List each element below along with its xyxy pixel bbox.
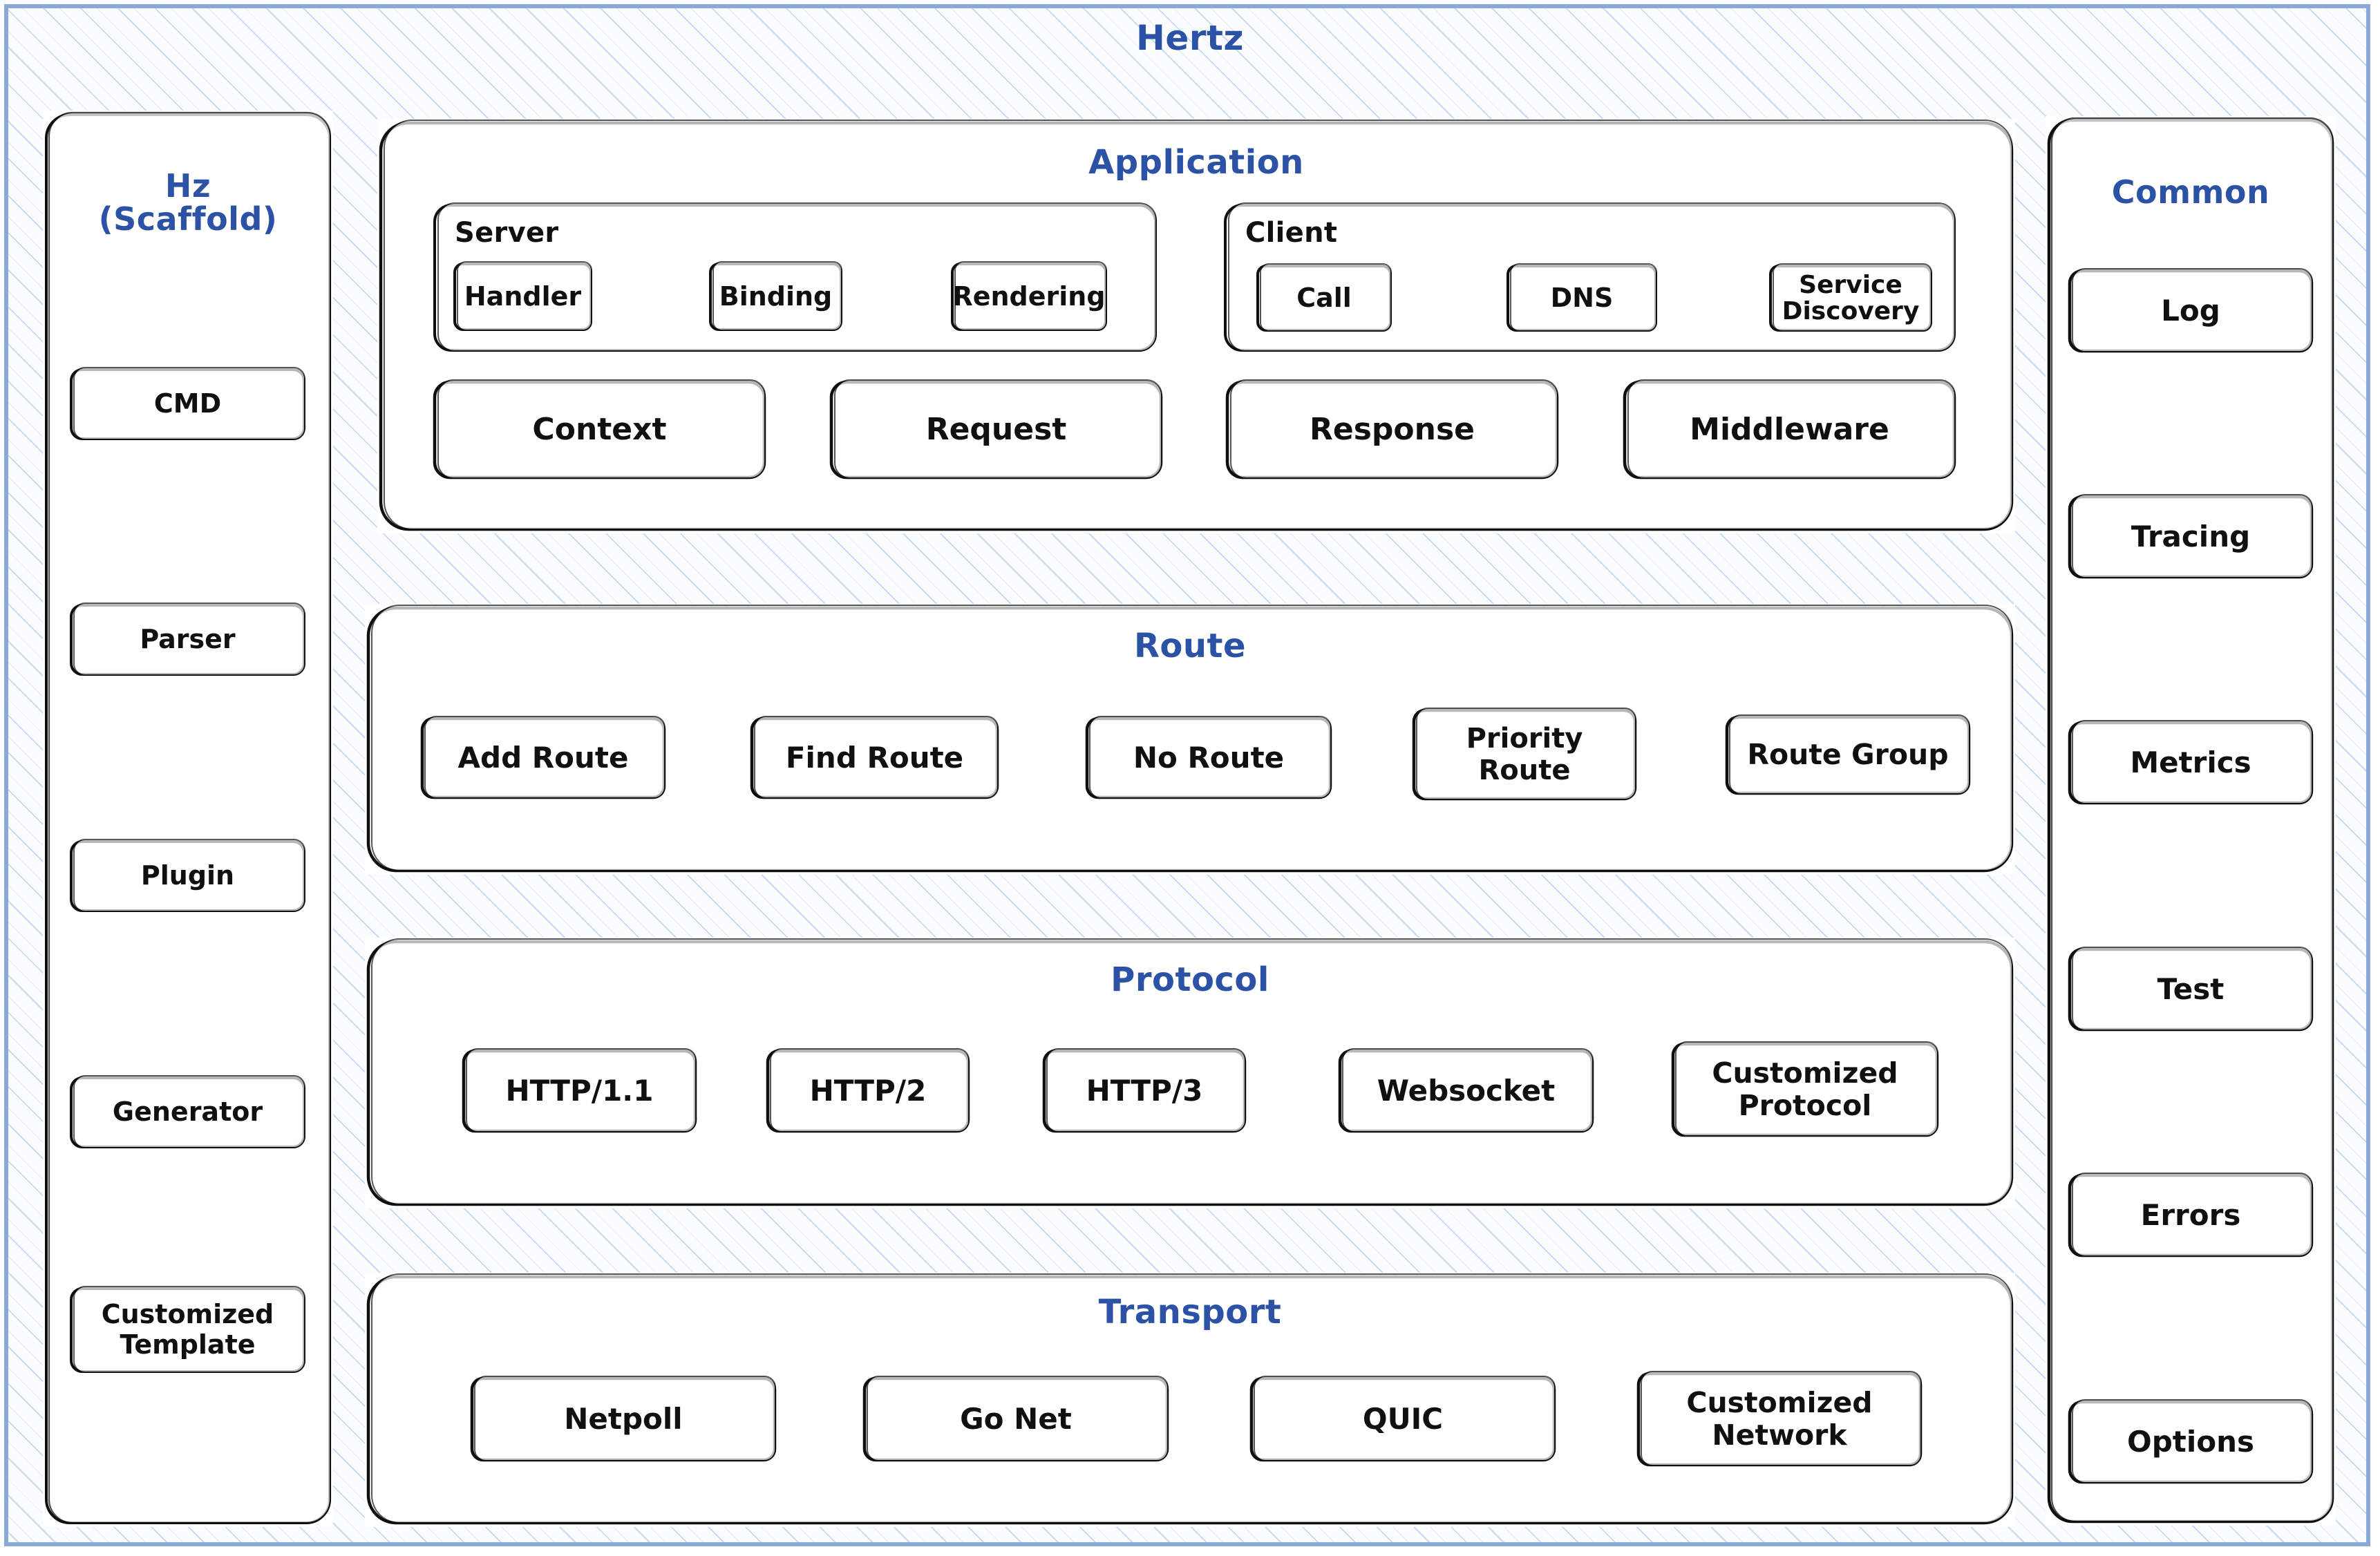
node-label: Call [1296, 282, 1352, 313]
node-tracing[interactable]: Tracing [2066, 493, 2315, 581]
node-label: Binding [719, 281, 833, 312]
node-label: QUIC [1362, 1401, 1444, 1436]
node-label: CMD [153, 388, 222, 419]
node-label: Test [2157, 971, 2225, 1006]
node-metrics[interactable]: Metrics [2066, 719, 2315, 807]
node-rendering[interactable]: Rendering [950, 260, 1108, 333]
node-customized-template[interactable]: Customized Template [68, 1285, 307, 1375]
node-label: Customized Network [1686, 1385, 1873, 1452]
node-label: Request [925, 411, 1067, 447]
node-cmd[interactable]: CMD [68, 366, 307, 442]
node-find-route[interactable]: Find Route [748, 714, 1001, 801]
node-plugin[interactable]: Plugin [68, 838, 307, 914]
node-priority-route[interactable]: Priority Route [1410, 706, 1638, 803]
node-label: Parser [140, 624, 236, 655]
panel-application[interactable]: Application Server Handler Bindin [377, 119, 2015, 533]
node-label: Response [1310, 411, 1475, 447]
node-response[interactable]: Response [1224, 378, 1560, 482]
node-label: HTTP/2 [809, 1073, 927, 1108]
node-label: Metrics [2130, 745, 2251, 779]
node-quic[interactable]: QUIC [1248, 1374, 1558, 1464]
group-server-label: Server [455, 217, 559, 249]
node-generator[interactable]: Generator [68, 1074, 307, 1150]
node-label: Customized Protocol [1712, 1056, 1898, 1122]
node-errors[interactable]: Errors [2066, 1171, 2315, 1260]
node-netpoll[interactable]: Netpoll [469, 1374, 778, 1464]
node-test[interactable]: Test [2066, 945, 2315, 1034]
node-customized-protocol[interactable]: Customized Protocol [1670, 1040, 1940, 1139]
group-server[interactable]: Server Handler Binding [431, 202, 1159, 354]
node-label: Rendering [952, 281, 1106, 312]
node-http-1-1[interactable]: HTTP/1.1 [460, 1047, 699, 1135]
panel-hz-scaffold[interactable]: Hz (Scaffold) CMD Parser Plugin [43, 111, 333, 1527]
node-http-2[interactable]: HTTP/2 [764, 1047, 972, 1135]
node-label: Errors [2140, 1197, 2241, 1232]
panel-transport-title: Transport [1098, 1293, 1282, 1331]
node-label: Options [2127, 1424, 2254, 1459]
diagram-title: Hertz [1136, 18, 1244, 58]
node-no-route[interactable]: No Route [1084, 714, 1334, 801]
group-client[interactable]: Client Call DNS Serv [1222, 202, 1958, 354]
panel-application-title: Application [1088, 143, 1304, 182]
node-add-route[interactable]: Add Route [419, 714, 668, 801]
panel-route-title: Route [1133, 627, 1247, 665]
node-label: Service Discovery [1782, 270, 1920, 325]
node-binding[interactable]: Binding [708, 260, 844, 333]
panel-transport[interactable]: Transport Netpoll Go Net QUIC [365, 1273, 2015, 1527]
node-label: HTTP/3 [1086, 1073, 1203, 1108]
node-label: Handler [464, 281, 582, 312]
node-label: Go Net [960, 1401, 1072, 1436]
group-client-label: Client [1245, 217, 1338, 249]
node-label: HTTP/1.1 [505, 1073, 654, 1108]
panel-protocol-title: Protocol [1111, 960, 1269, 999]
panel-common[interactable]: Common Log Tracing Metrics [2046, 116, 2336, 1526]
node-label: No Route [1133, 740, 1285, 775]
panel-route[interactable]: Route Add Route Find Route No Route [365, 604, 2015, 875]
node-context[interactable]: Context [431, 378, 768, 482]
node-label: Generator [112, 1097, 263, 1128]
node-log[interactable]: Log [2066, 267, 2315, 355]
node-label: Priority Route [1466, 723, 1583, 786]
node-service-discovery[interactable]: Service Discovery [1768, 263, 1934, 334]
node-websocket[interactable]: Websocket [1337, 1047, 1596, 1135]
node-label: Find Route [785, 740, 964, 775]
node-http-3[interactable]: HTTP/3 [1041, 1047, 1248, 1135]
panel-hz-scaffold-title: Hz (Scaffold) [98, 167, 278, 238]
node-label: Context [532, 411, 667, 447]
node-label: Middleware [1690, 411, 1889, 447]
panel-protocol[interactable]: Protocol HTTP/1.1 HTTP/2 HTTP/3 [365, 938, 2015, 1208]
node-middleware[interactable]: Middleware [1621, 378, 1958, 482]
node-request[interactable]: Request [828, 378, 1164, 482]
node-dns[interactable]: DNS [1505, 263, 1659, 334]
node-label: Tracing [2131, 519, 2251, 553]
node-label: Route Group [1747, 738, 1949, 772]
node-parser[interactable]: Parser [68, 602, 307, 678]
panel-common-title: Common [2111, 173, 2270, 211]
node-label: Customized Template [101, 1299, 274, 1360]
node-label: Add Route [457, 740, 629, 775]
node-options[interactable]: Options [2066, 1398, 2315, 1486]
node-route-group[interactable]: Route Group [1723, 713, 1972, 797]
node-label: Plugin [140, 860, 235, 891]
node-label: DNS [1550, 282, 1614, 313]
node-go-net[interactable]: Go Net [861, 1374, 1171, 1464]
node-handler[interactable]: Handler [452, 260, 594, 333]
node-call[interactable]: Call [1255, 263, 1393, 334]
node-customized-network[interactable]: Customized Network [1635, 1369, 1924, 1469]
node-label: Websocket [1377, 1073, 1556, 1108]
node-label: Log [2161, 293, 2220, 328]
node-label: Netpoll [564, 1401, 683, 1436]
